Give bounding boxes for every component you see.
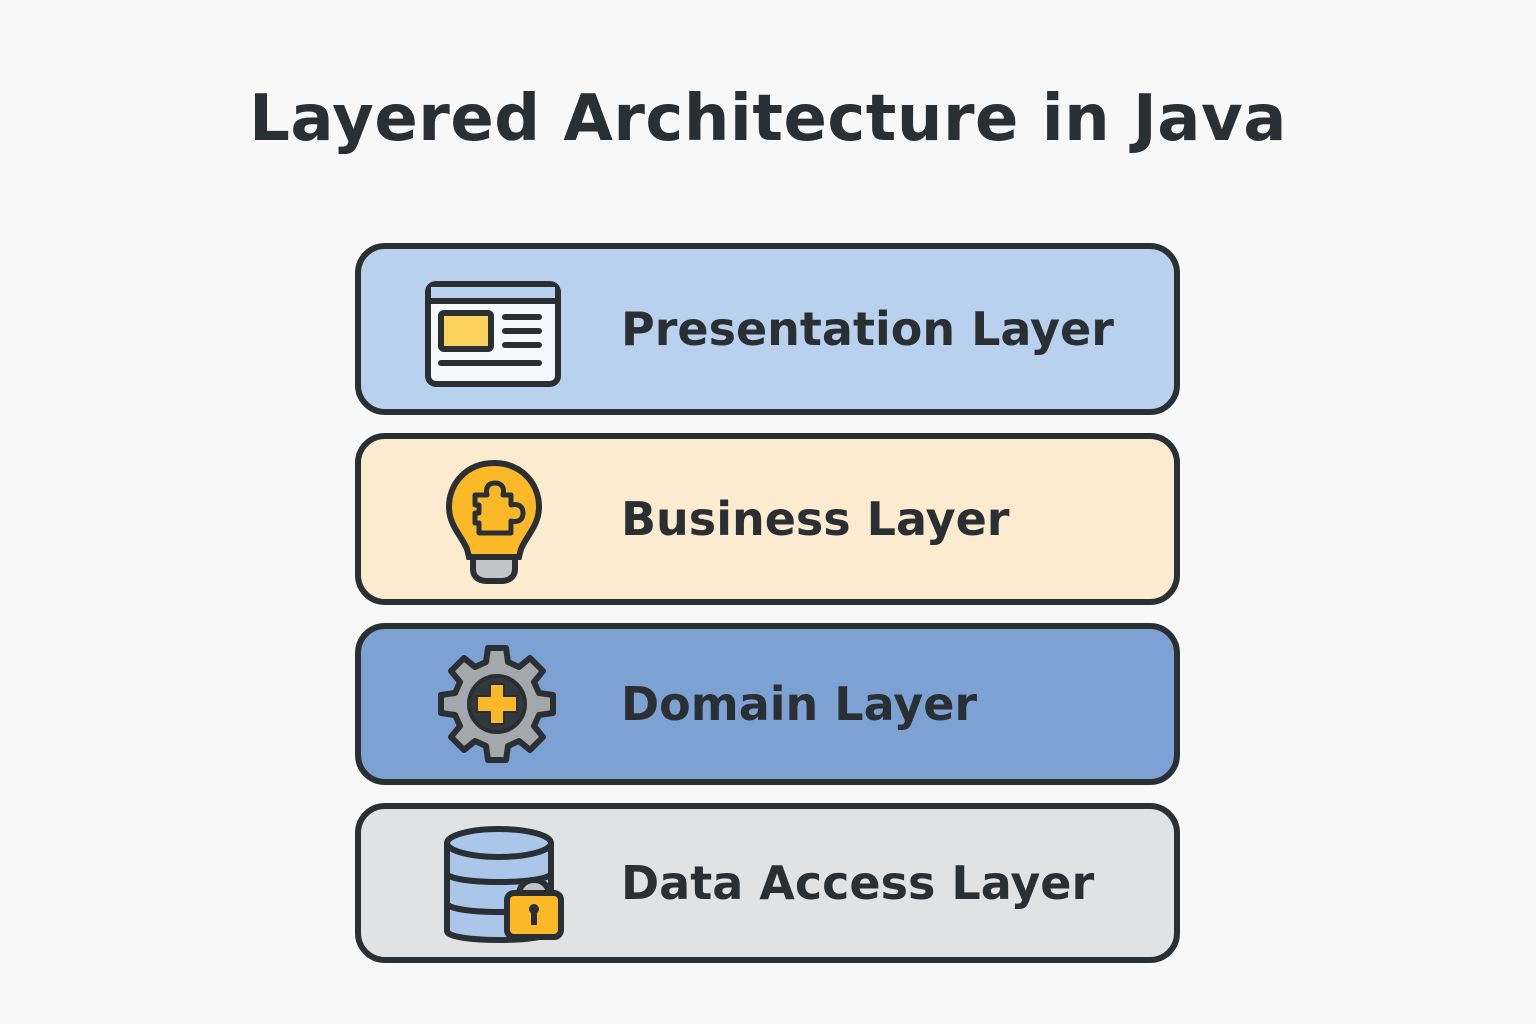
layer-label: Data Access Layer [621, 856, 1095, 910]
layer-label: Presentation Layer [621, 302, 1114, 356]
domain-layer: Domain Layer [355, 623, 1180, 785]
lightbulb-puzzle-icon [445, 459, 543, 584]
presentation-layer: Presentation Layer [355, 243, 1180, 415]
layer-label: Business Layer [621, 492, 1010, 546]
diagram-title: Layered Architecture in Java [249, 82, 1287, 156]
browser-window-icon [425, 281, 561, 387]
gear-puzzle-icon [438, 645, 556, 763]
layer-label: Domain Layer [621, 677, 978, 731]
database-lock-icon [444, 826, 564, 943]
data-access-layer: Data Access Layer [355, 803, 1180, 963]
business-layer: Business Layer [355, 433, 1180, 605]
